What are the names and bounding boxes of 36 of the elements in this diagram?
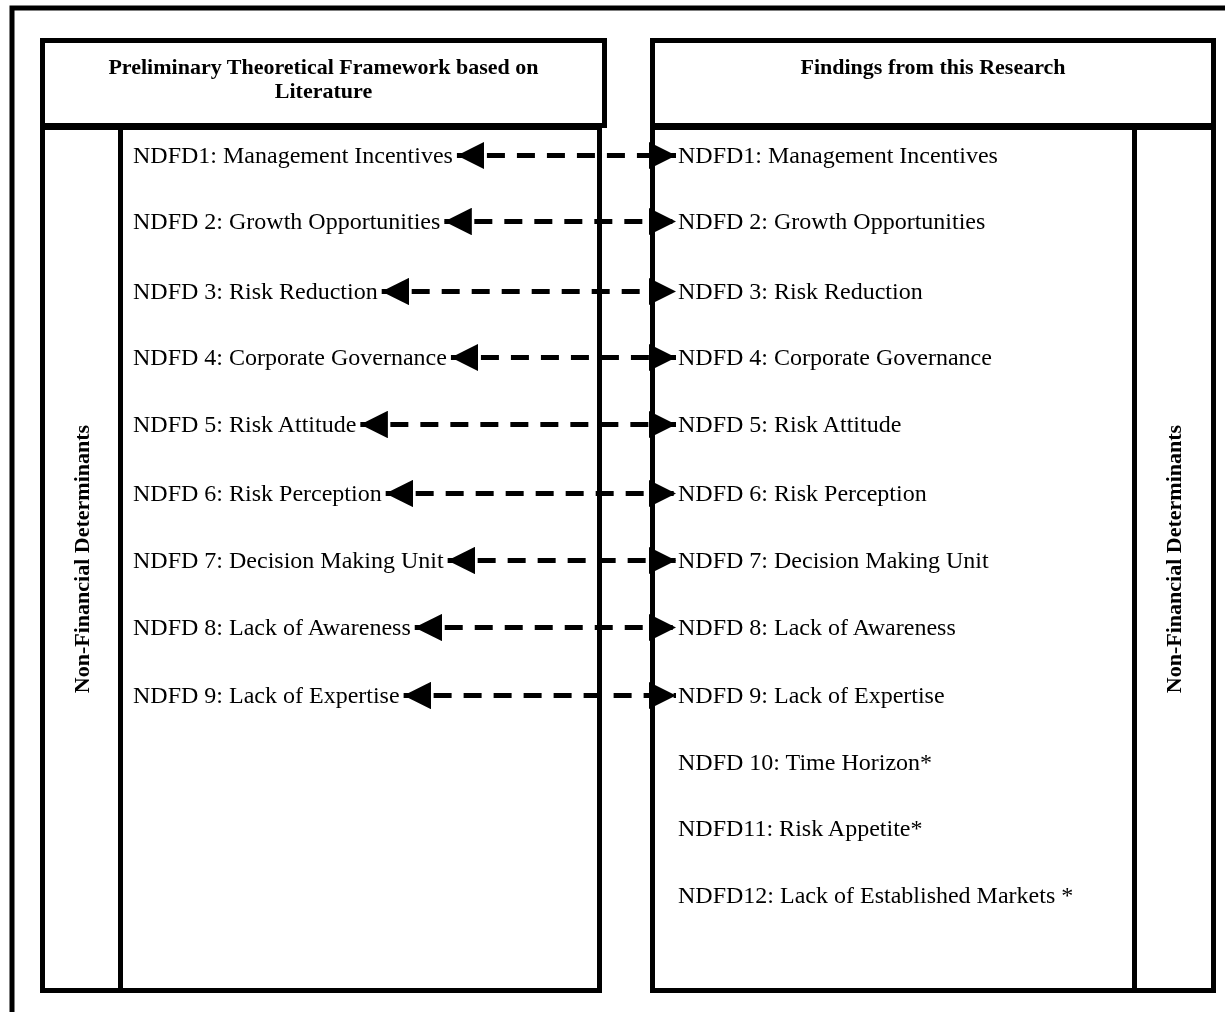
double-arrow (450, 343, 676, 372)
band-label: Non-Financial Determinants (68, 424, 95, 694)
determinant-label: NDFD 2: Growth Opportunities (678, 204, 986, 239)
band-label: Non-Financial Determinants (1161, 424, 1187, 694)
double-arrow (414, 613, 676, 642)
determinant-label: NDFD 3: Risk Reduction (678, 274, 923, 309)
header-box: Preliminary Theoretical Framework based on Literature (40, 38, 607, 128)
determinant-label: NDFD 3: Risk Reduction (133, 274, 378, 309)
double-arrow (385, 479, 676, 508)
header-box: Findings from this Research (650, 38, 1216, 128)
double-arrow (381, 277, 676, 306)
determinant-label: NDFD 8: Lack of Awareness (678, 610, 956, 645)
determinant-label: NDFD 5: Risk Attitude (133, 407, 357, 442)
determinant-label: NDFD 9: Lack of Expertise (678, 678, 945, 713)
determinant-label: NDFD 7: Decision Making Unit (133, 543, 444, 578)
determinant-label: NDFD 4: Corporate Governance (133, 340, 447, 375)
determinant-label: NDFD11: Risk Appetite* (678, 811, 923, 846)
determinant-label: NDFD 9: Lack of Expertise (133, 678, 400, 713)
determinant-label: NDFD 6: Risk Perception (133, 476, 382, 511)
determinant-label: NDFD 2: Growth Opportunities (133, 204, 441, 239)
panel-box (650, 125, 1216, 993)
double-arrow (447, 546, 676, 575)
determinant-label: NDFD1: Management Incentives (678, 138, 998, 173)
double-arrow (403, 681, 676, 710)
determinant-label: NDFD 7: Decision Making Unit (678, 543, 989, 578)
determinant-label: NDFD 8: Lack of Awareness (133, 610, 411, 645)
double-arrow (444, 207, 676, 236)
determinant-label: NDFD12: Lack of Established Markets * (678, 878, 1078, 948)
double-arrow (360, 410, 676, 439)
determinant-label: NDFD 6: Risk Perception (678, 476, 927, 511)
determinant-label: NDFD1: Management Incentives (133, 138, 453, 173)
determinant-label: NDFD 5: Risk Attitude (678, 407, 902, 442)
determinant-label: NDFD 4: Corporate Governance (678, 340, 992, 375)
determinant-label: NDFD 10: Time Horizon* (678, 745, 933, 780)
panel-box (40, 125, 602, 993)
double-arrow (456, 141, 676, 170)
